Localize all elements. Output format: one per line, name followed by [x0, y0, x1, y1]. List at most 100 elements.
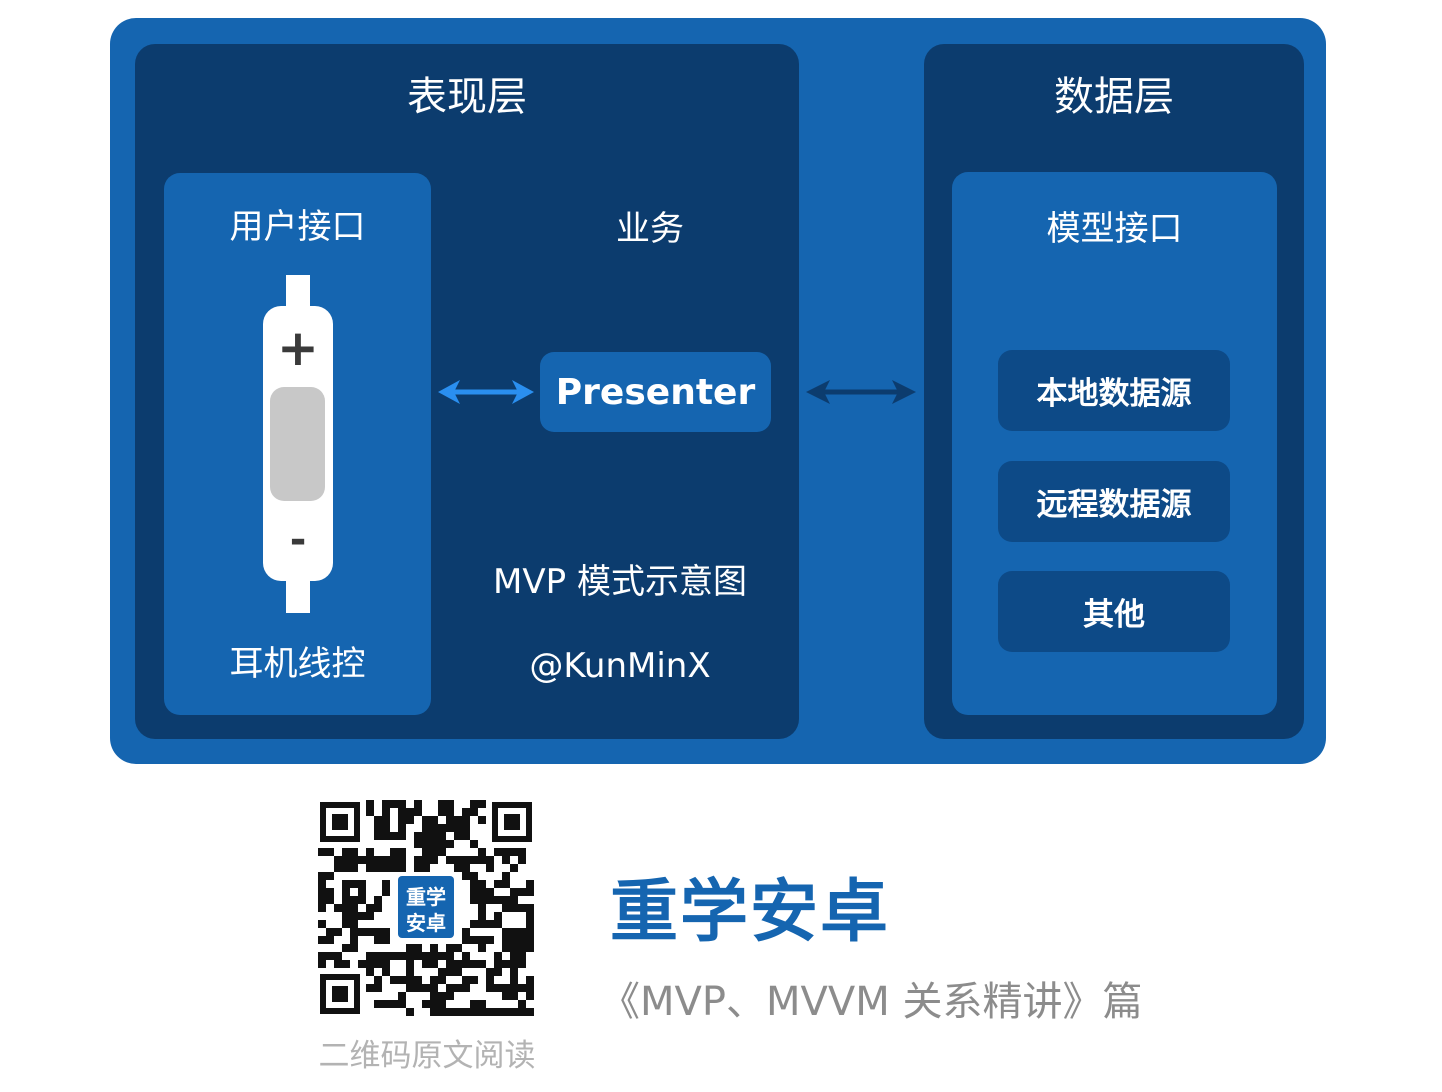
qr-module [478, 880, 486, 888]
qr-module [374, 824, 382, 832]
qr-module [326, 936, 334, 944]
qr-module [398, 824, 406, 832]
qr-module [518, 888, 526, 896]
qr-module [494, 880, 502, 888]
qr-module [438, 808, 446, 816]
qr-module [486, 856, 494, 864]
qr-module [358, 928, 366, 936]
qr-module [494, 1008, 502, 1016]
qr-module [422, 864, 430, 872]
qr-module [510, 1008, 518, 1016]
qr-module [318, 888, 326, 896]
other-data-source-box: 其他 [998, 571, 1230, 652]
qr-module [462, 872, 470, 880]
qr-module [366, 928, 374, 936]
qr-module [374, 816, 382, 824]
qr-module [438, 976, 446, 984]
qr-module [438, 952, 446, 960]
qr-module [366, 904, 374, 912]
qr-code-icon[interactable]: 重学 安卓 [318, 800, 534, 1016]
qr-module [350, 928, 358, 936]
qr-module [382, 928, 390, 936]
qr-module [494, 984, 502, 992]
qr-module [430, 840, 438, 848]
qr-module [406, 984, 414, 992]
qr-module [390, 832, 398, 840]
qr-module [454, 960, 462, 968]
qr-module [366, 984, 374, 992]
qr-module [438, 1008, 446, 1016]
qr-module [366, 864, 374, 872]
qr-module [526, 992, 534, 1000]
qr-module [398, 848, 406, 856]
qr-module [334, 960, 342, 968]
qr-module [462, 936, 470, 944]
qr-module [358, 896, 366, 904]
qr-module [438, 848, 446, 856]
qr-module [502, 872, 510, 880]
qr-module [470, 872, 478, 880]
qr-module [526, 976, 534, 984]
qr-module [510, 952, 518, 960]
qr-module [350, 856, 358, 864]
qr-module [462, 928, 470, 936]
qr-module [406, 816, 414, 824]
qr-module [430, 1008, 438, 1016]
qr-module [430, 816, 438, 824]
qr-module [414, 856, 422, 864]
qr-module [430, 832, 438, 840]
qr-module [486, 984, 494, 992]
qr-module [382, 808, 390, 816]
qr-module [414, 800, 422, 808]
qr-module [334, 928, 342, 936]
qr-module [430, 976, 438, 984]
qr-module [526, 1008, 534, 1016]
qr-module [374, 1000, 382, 1008]
qr-module [494, 952, 502, 960]
qr-module [374, 984, 382, 992]
qr-module [374, 952, 382, 960]
qr-module [430, 944, 438, 952]
qr-module [334, 864, 342, 872]
qr-module [366, 960, 374, 968]
qr-module [342, 960, 350, 968]
qr-module [518, 944, 526, 952]
qr-module [510, 896, 518, 904]
qr-module [510, 928, 518, 936]
qr-module [446, 840, 454, 848]
qr-module [382, 824, 390, 832]
qr-module [366, 856, 374, 864]
qr-module [334, 856, 342, 864]
qr-module [366, 808, 374, 816]
qr-module [374, 928, 382, 936]
presenter-data-arrow-icon [806, 380, 916, 404]
qr-module [414, 952, 422, 960]
qr-module [438, 824, 446, 832]
qr-module [478, 1008, 486, 1016]
qr-module [342, 880, 350, 888]
qr-module [430, 960, 438, 968]
qr-module [518, 1008, 526, 1016]
qr-module [502, 984, 510, 992]
qr-module [342, 896, 350, 904]
qr-module [326, 952, 334, 960]
qr-module [470, 896, 478, 904]
qr-module [518, 904, 526, 912]
qr-module [494, 848, 502, 856]
qr-module [422, 1000, 430, 1008]
qr-module [350, 880, 358, 888]
qr-module [446, 984, 454, 992]
qr-module [374, 832, 382, 840]
brand-title: 重学安卓 [610, 872, 891, 952]
other-data-source-label: 其他 [1083, 597, 1145, 633]
qr-module [518, 856, 526, 864]
qr-module [462, 976, 470, 984]
qr-module [470, 960, 478, 968]
qr-module [366, 952, 374, 960]
qr-module [510, 848, 518, 856]
qr-module [478, 856, 486, 864]
qr-module [430, 984, 438, 992]
qr-module [446, 824, 454, 832]
qr-module [422, 984, 430, 992]
qr-module [478, 920, 486, 928]
